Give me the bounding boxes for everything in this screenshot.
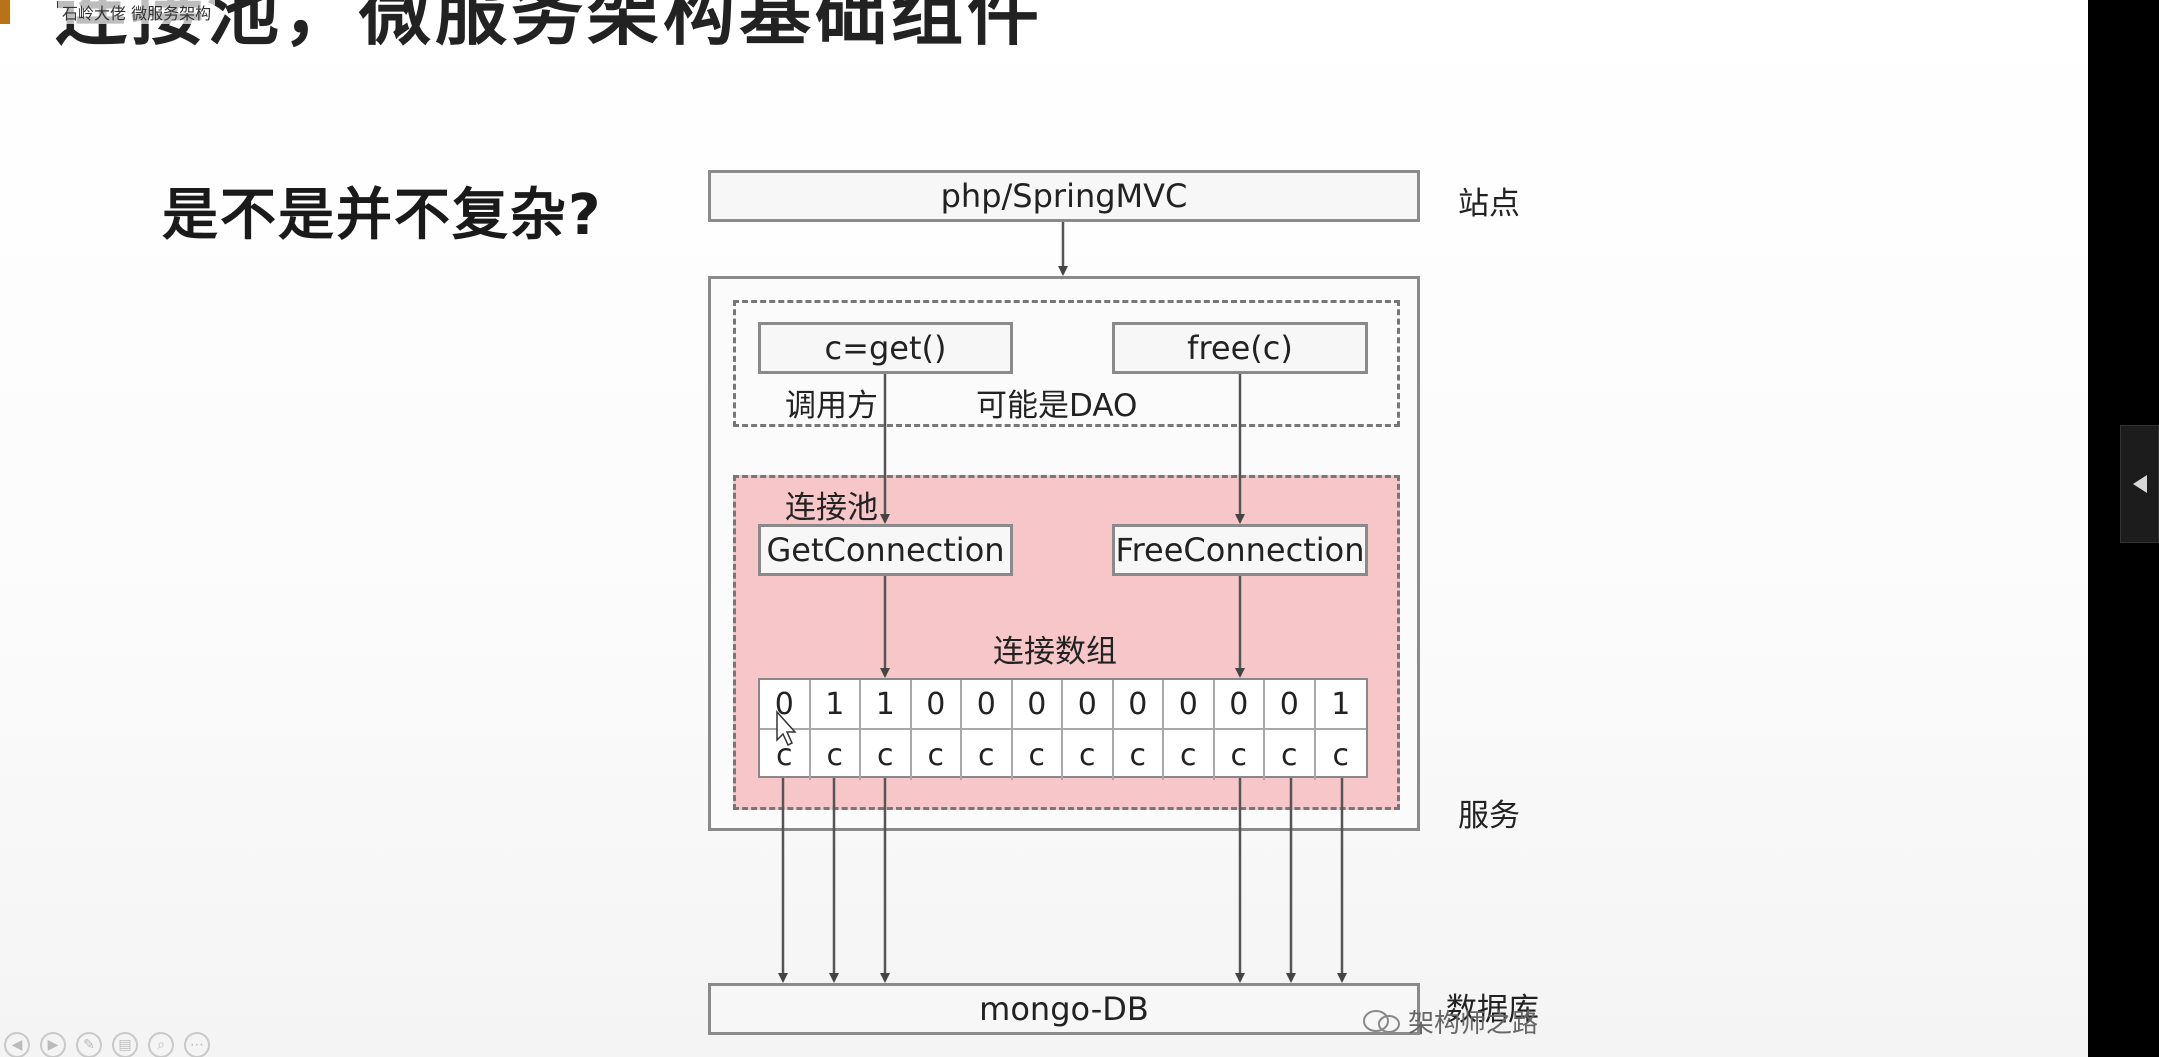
conn-cell: c <box>962 730 1013 780</box>
overlay-caption: 石岭大佬 微服务架构 <box>58 0 216 24</box>
zoom-icon[interactable]: ⌕ <box>148 1032 174 1057</box>
flag-cell: 0 <box>1063 680 1114 730</box>
conn-cell: c <box>811 730 861 780</box>
conn-cell: c <box>1063 730 1114 780</box>
flag-cell: 0 <box>1214 680 1265 730</box>
flag-cell: 1 <box>861 680 912 730</box>
conn-cell: c <box>760 730 811 780</box>
caller-dashed-region <box>733 300 1400 427</box>
conn-cell: c <box>1332 737 1350 773</box>
collapse-arrow-icon <box>2132 475 2147 493</box>
slide-heading: 连接池，微服务架构基础组件 <box>55 0 1044 55</box>
free-connection-box: FreeConnection <box>1112 524 1368 576</box>
next-icon[interactable]: ▶ <box>40 1032 66 1057</box>
flag-cell: 0 <box>1164 680 1215 730</box>
get-call-box: c=get() <box>758 322 1013 374</box>
db-label: 数据库 <box>1446 992 1539 1028</box>
prev-icon[interactable]: ◀ <box>4 1032 30 1057</box>
site-box: php/SpringMVC <box>708 170 1420 222</box>
get-connection-box: GetConnection <box>758 524 1013 576</box>
caller-label: 调用方 <box>785 388 878 424</box>
flag-cell: 0 <box>911 680 962 730</box>
conn-cell: c <box>1265 730 1316 780</box>
watermark-text: 架构师之路 <box>1408 1009 1539 1039</box>
conn-cell: c <box>1215 730 1265 780</box>
flag-cell: 1 <box>810 680 861 730</box>
flag-cell: 1 <box>1315 680 1366 730</box>
mouse-pointer-icon <box>776 710 797 747</box>
conn-cell: c <box>1164 730 1215 780</box>
conn-cell: c <box>1013 730 1063 780</box>
question-text: 是不是并不复杂? <box>162 183 603 248</box>
slide: 连接池，微服务架构基础组件 石岭大佬 微服务架构 是不是并不复杂? php/Sp… <box>0 0 2088 1057</box>
flag-cell: 0 <box>1012 680 1063 730</box>
site-label: 站点 <box>1458 186 1520 222</box>
more-icon[interactable]: ⋯ <box>184 1032 210 1057</box>
free-call-box: free(c) <box>1112 322 1368 374</box>
conn-cell: c <box>1114 730 1164 780</box>
menu-icon[interactable]: ▤ <box>112 1032 138 1057</box>
connection-array: 0 1 1 0 0 0 0 0 0 0 0 1 c c c c c c c c … <box>758 678 1368 780</box>
wechat-logo-icon <box>1363 1009 1400 1033</box>
conn-cell: c <box>912 730 962 780</box>
pool-label: 连接池 <box>785 490 878 526</box>
array-label: 连接数组 <box>993 634 1117 670</box>
dao-label: 可能是DAO <box>976 388 1138 424</box>
db-box: mongo-DB <box>708 983 1420 1035</box>
flag-cell: 0 <box>1113 680 1164 730</box>
conn-cell: c <box>861 730 912 780</box>
flag-cell: 0 <box>962 680 1013 730</box>
collapse-panel-button[interactable] <box>2120 425 2159 543</box>
flag-cell: 0 <box>1265 680 1316 730</box>
presentation-toolbar: ◀ ▶ ✎ ▤ ⌕ ⋯ <box>4 1032 210 1057</box>
watermark: 架构师之路 <box>1362 1003 1538 1040</box>
pen-icon[interactable]: ✎ <box>76 1032 102 1057</box>
diagram-arrows <box>776 222 1347 983</box>
title-accent-bar <box>0 0 10 24</box>
service-label: 服务 <box>1458 798 1520 834</box>
